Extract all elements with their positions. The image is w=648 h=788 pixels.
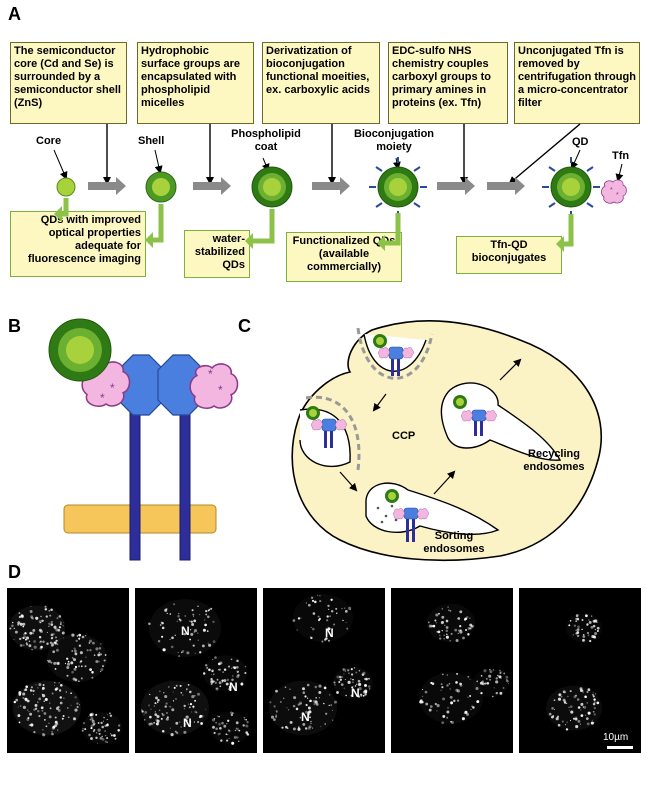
- functionalized-particle: [369, 157, 427, 217]
- outcome-arrows: [62, 198, 574, 247]
- ccp-label: CCP: [392, 430, 416, 442]
- sorting-complex: [385, 489, 429, 542]
- svg-text:*: *: [218, 383, 223, 397]
- step-note-4: EDC-sulfo NHS chemistry couples carboxyl…: [388, 42, 508, 124]
- phospholipid-label: Phospholipid: [231, 128, 301, 140]
- svg-text:*: *: [100, 391, 105, 405]
- svg-text:*: *: [208, 367, 213, 381]
- nucleus-label: N: [325, 626, 334, 640]
- core-particle: [56, 177, 76, 197]
- panel-d-letter: D: [8, 562, 21, 582]
- block-arrow-2: [193, 177, 231, 195]
- step-note-2: Hydrophobic surface groups are encapsula…: [137, 42, 254, 124]
- step-note-3: Derivatization of bioconjugation functio…: [262, 42, 380, 124]
- shell-label: Shell: [138, 135, 165, 147]
- speckle-3: [269, 594, 371, 736]
- step-note-1: The semiconductor core (Cd and Se) is su…: [10, 42, 127, 124]
- speckle-1: [9, 605, 121, 744]
- speckle-4: [418, 606, 510, 725]
- label-pointers: [53, 149, 624, 182]
- step-note-5: Unconjugated Tfn is removed by centrifug…: [514, 42, 640, 124]
- receptor-stalk-left: [129, 409, 141, 561]
- block-arrow-4: [437, 177, 475, 195]
- sorting-endosome: [365, 482, 500, 535]
- block-arrow-5: [487, 177, 525, 195]
- block-arrow-1: [88, 177, 126, 195]
- nucleus-label: N: [301, 710, 310, 724]
- phospholipid-coat-label: Phospholipid coat: [226, 128, 306, 154]
- ccp-complex-top: [373, 334, 414, 376]
- bioconjugate-particle: [542, 157, 600, 217]
- coat-label: coat: [254, 141, 278, 153]
- ccp-complex-left: [306, 406, 347, 448]
- process-block-arrows: [88, 177, 525, 195]
- outcome-note-4: Tfn-QD bioconjugates: [456, 236, 562, 274]
- panel-a-letter: A: [8, 4, 21, 24]
- scale-bar-label: 10µm: [603, 732, 629, 743]
- nucleus-label: N: [181, 624, 190, 638]
- nucleus-label: N: [351, 686, 360, 700]
- micrograph-3: N N N: [263, 588, 385, 753]
- micrograph-1: [7, 588, 129, 753]
- micrograph-5: 10µm: [519, 588, 641, 753]
- bioconjugation-label: Bioconjugation: [353, 128, 435, 140]
- nucleus-label: N: [183, 716, 192, 730]
- svg-text:*: *: [610, 187, 613, 194]
- nucleus-label: N: [229, 680, 238, 694]
- sorting-endosomes-label: Sorting endosomes: [423, 530, 485, 555]
- recycling-endosomes-label: Recycling endosomes: [523, 448, 585, 473]
- micrograph-2: N N N: [135, 588, 257, 753]
- panel-c-cell-diagram: [291, 320, 603, 562]
- tfn-protein: **: [601, 179, 627, 204]
- panel-c-letter: C: [238, 316, 251, 336]
- block-arrow-3: [312, 177, 350, 195]
- outcome-arrowheads: [54, 206, 564, 252]
- speckle-2: [141, 599, 250, 745]
- step-arrow-5: [508, 123, 581, 185]
- recycling-endosome: [440, 382, 562, 461]
- bioconjugation-moiety-label: Bioconjugation moiety: [352, 128, 436, 154]
- moiety-label: moiety: [376, 141, 412, 153]
- outcome-note-1: QDs with improved optical properties ade…: [10, 211, 146, 277]
- core-label: Core: [36, 135, 62, 147]
- speckle-5: [546, 614, 602, 731]
- shell-particle: [145, 171, 177, 203]
- receptor-stalk-right: [179, 409, 191, 561]
- phospholipid-coated-particle: [251, 166, 293, 208]
- panel-b-letter: B: [8, 316, 21, 336]
- scale-bar: [607, 746, 633, 749]
- qd-label: QD: [572, 136, 589, 148]
- trafficking-arrows: [339, 358, 522, 495]
- svg-text:*: *: [110, 381, 115, 395]
- step-arrows: [103, 123, 581, 185]
- micrograph-4: [391, 588, 513, 753]
- tfn-right: [189, 363, 239, 410]
- svg-text:*: *: [616, 192, 619, 199]
- outcome-note-2: water-stabilized QDs: [184, 230, 250, 278]
- tfn-label: Tfn: [612, 150, 630, 162]
- recycling-complex: [453, 395, 497, 436]
- panel-b-receptor-diagram: *****: [48, 318, 239, 561]
